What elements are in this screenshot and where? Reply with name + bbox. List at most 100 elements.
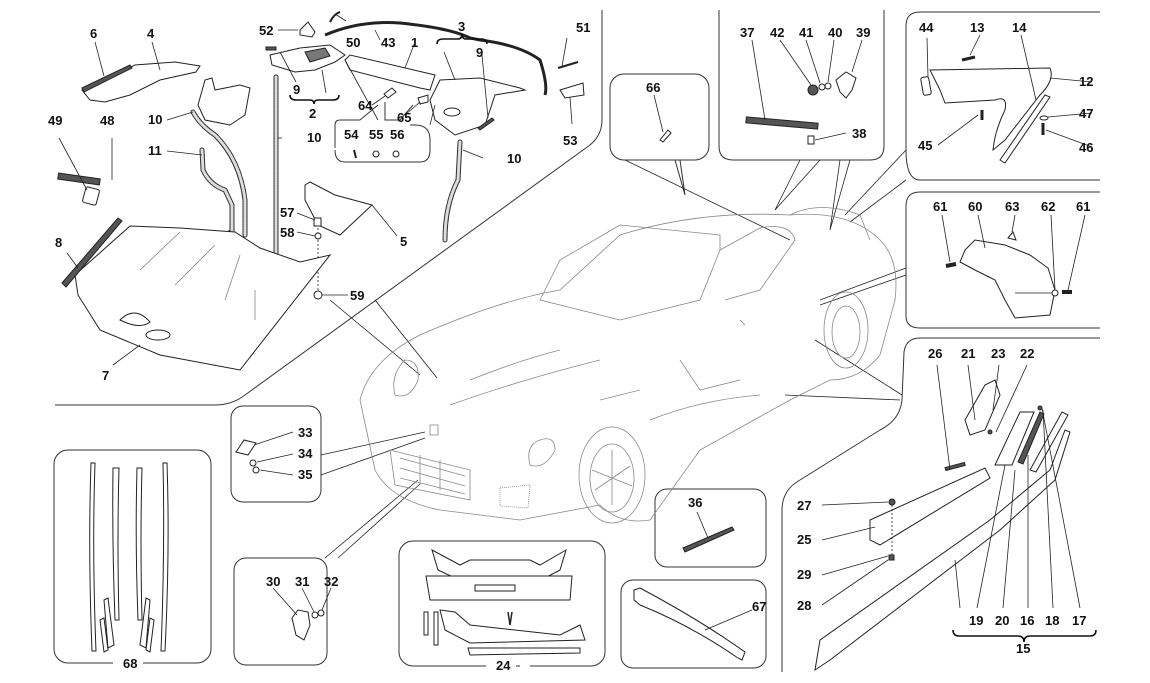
callout-29: 29 <box>797 567 811 582</box>
callout-labels: 6 4 52 50 43 1 3 9 51 53 9 2 64 65 54 55… <box>48 19 1093 673</box>
part-35-nut <box>252 466 260 474</box>
part-16-grille <box>1017 411 1045 465</box>
part-34-washer <box>249 459 257 467</box>
callout-48: 48 <box>100 113 114 128</box>
part-37-script-badge <box>745 116 819 130</box>
callout-53: 53 <box>563 133 577 148</box>
callout-63: 63 <box>1005 199 1019 214</box>
part-44-clip <box>920 76 932 96</box>
part-8-seal <box>61 217 123 288</box>
callout-28: 28 <box>797 598 811 613</box>
part-24-front-lip <box>431 548 567 579</box>
part-33-badge-plate <box>235 439 257 456</box>
callout-5: 5 <box>400 234 407 249</box>
part-14-seal-strip <box>999 94 1051 164</box>
part-13-screw <box>961 55 976 62</box>
callout-22: 22 <box>1020 346 1034 361</box>
part-64-clip <box>383 87 397 99</box>
frame-script-badge <box>654 488 767 568</box>
callout-2: 2 <box>309 106 316 121</box>
part-43-strip <box>324 21 548 96</box>
callout-59: 59 <box>350 288 364 303</box>
part-15-sill-assembly <box>814 429 1071 672</box>
callout-65: 65 <box>397 110 411 125</box>
part-39-horse-badge <box>835 71 857 99</box>
part-51-strip <box>557 61 579 69</box>
car-illustration <box>359 207 897 524</box>
part-22-screw <box>987 429 993 435</box>
part-12-window-trim <box>929 67 1052 152</box>
part-26-badge <box>944 461 966 472</box>
callout-33: 33 <box>298 425 312 440</box>
callout-47: 47 <box>1079 106 1093 121</box>
callout-4: 4 <box>147 26 155 41</box>
callout-16: 16 <box>1020 613 1034 628</box>
part-63-clip <box>1007 231 1017 241</box>
frame-part-66 <box>609 73 710 161</box>
part-52-pad <box>299 21 316 38</box>
part-5-bracket <box>304 181 373 236</box>
callout-9-right: 9 <box>476 45 483 60</box>
callout-41: 41 <box>799 25 813 40</box>
callout-19: 19 <box>969 613 983 628</box>
brace-15 <box>952 629 1097 643</box>
callout-20: 20 <box>995 613 1009 628</box>
callout-12: 12 <box>1079 74 1093 89</box>
callout-9-left: 9 <box>293 82 300 97</box>
window-trim-parts <box>920 34 1093 164</box>
callout-66: 66 <box>646 80 660 95</box>
part-47-washer <box>1039 115 1049 121</box>
part-21-vent <box>964 379 1001 436</box>
engine-bay-leaders <box>58 13 573 366</box>
part-50-clip <box>329 11 341 23</box>
frame-engine-bay <box>55 10 603 406</box>
callout-23: 23 <box>991 346 1005 361</box>
callout-54: 54 <box>344 127 359 142</box>
callout-7: 7 <box>102 368 109 383</box>
part-41-washer <box>818 83 826 91</box>
part-7-bonnet <box>74 225 332 371</box>
part-25-sill-cover <box>869 467 991 546</box>
engine-bay-parts <box>57 11 585 371</box>
part-31-washer <box>311 611 319 619</box>
part-68-stripe-3 <box>135 467 143 621</box>
callout-26: 26 <box>928 346 942 361</box>
part-61-bolt-left <box>945 262 957 268</box>
frame-stripes <box>53 449 212 664</box>
part-65-clip <box>417 94 429 105</box>
part-68-stripe-4 <box>160 462 169 652</box>
callout-8: 8 <box>55 235 62 250</box>
brace-3 <box>436 33 488 45</box>
frame-side-sill <box>781 337 1100 672</box>
callout-36: 36 <box>688 495 702 510</box>
part-53-pad <box>559 82 585 99</box>
callout-6: 6 <box>90 26 97 41</box>
part-2-tray <box>269 44 346 73</box>
frame-fuel-housing <box>905 191 1100 329</box>
part-36-script-badge <box>682 526 735 553</box>
callout-60: 60 <box>968 199 982 214</box>
callout-32: 32 <box>324 574 338 589</box>
callout-44: 44 <box>919 20 934 35</box>
label-gap-24 <box>486 658 516 672</box>
callout-50: 50 <box>346 35 360 50</box>
braces <box>289 33 1097 643</box>
part-60-fuel-housing <box>959 239 1056 319</box>
callout-31: 31 <box>295 574 309 589</box>
part-reservoir <box>197 77 251 126</box>
callout-30: 30 <box>266 574 280 589</box>
callout-10-left: 10 <box>148 112 162 127</box>
frame-rear-badges <box>718 10 885 161</box>
callout-61-left: 61 <box>933 199 947 214</box>
stripe-parts <box>89 462 169 653</box>
callout-57: 57 <box>280 205 294 220</box>
part-66-clip <box>659 129 672 143</box>
part-32-nut <box>317 609 325 617</box>
callout-25: 25 <box>797 532 811 547</box>
callout-27: 27 <box>797 498 811 513</box>
frame-grille-badge <box>233 557 328 666</box>
part-68-stripe-1 <box>89 462 97 652</box>
part-62-washer <box>1051 289 1059 297</box>
part-1-cowl <box>344 54 436 91</box>
bumper-kit-parts <box>423 548 586 667</box>
